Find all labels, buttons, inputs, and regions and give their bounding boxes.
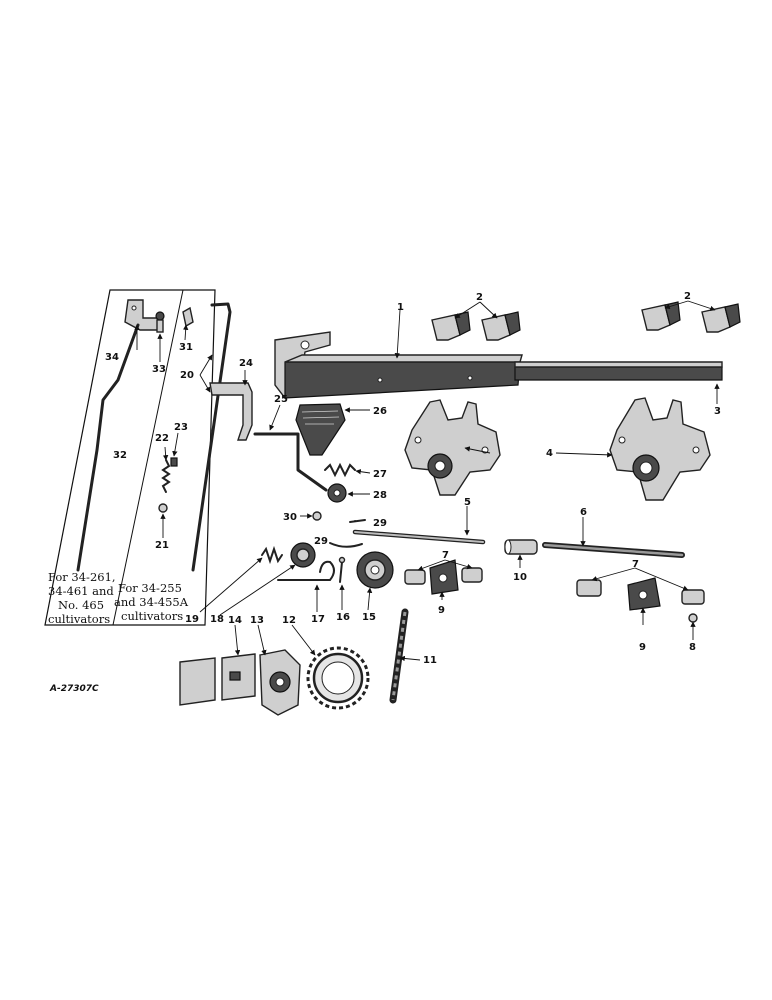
callout-19: 19: [185, 614, 199, 625]
note-right-line-2: and 34-455A: [114, 595, 189, 609]
callout-18: 18: [210, 614, 224, 625]
part-33-bolt: [155, 311, 165, 333]
part-17-bent-pin: [277, 560, 335, 581]
part-1-frame: [274, 331, 523, 400]
part-27-spring: [324, 462, 356, 478]
note-left-line-1: For 34-261,: [48, 570, 116, 584]
callout-15: 15: [362, 612, 376, 623]
callout-22: 22: [155, 433, 169, 444]
part-29-pin-a: [349, 519, 366, 523]
callout-3: 3: [714, 406, 721, 417]
inset-note-left: For 34-261, 34-461 and No. 465 cultivato…: [48, 570, 116, 626]
part-7-collars-right: [576, 579, 705, 605]
callout-8: 8: [689, 642, 696, 653]
part-11-chain: [389, 608, 409, 704]
callout-24: 24: [239, 358, 253, 369]
part-6-shaft: [542, 542, 685, 558]
callout-12: 12: [282, 615, 296, 626]
callout-1: 1: [397, 302, 404, 313]
part-4-bracket-right: [609, 397, 711, 501]
callout-9: 9: [438, 605, 445, 616]
note-right-line-3: cultivators: [121, 609, 183, 623]
callout-28: 28: [373, 490, 387, 501]
callout-20: 20: [180, 370, 194, 381]
callout-10: 10: [513, 572, 527, 583]
callout-29: 29: [373, 518, 387, 529]
part-26-spring-plate: [295, 403, 346, 456]
part-2-clips-left: [431, 311, 521, 341]
callout-21: 21: [155, 540, 169, 551]
part-4-bracket-left: [404, 399, 501, 496]
part-9-gear-right: [627, 577, 661, 611]
callout-27: 27: [373, 469, 387, 480]
part-9-gear-left: [429, 559, 459, 595]
callout-7: 7: [442, 550, 449, 561]
callout-9: 9: [639, 642, 646, 653]
inset-panel: [44, 289, 216, 626]
part-8-bolt: [688, 613, 698, 623]
note-left-line-4: cultivators: [48, 612, 110, 626]
callout-11: 11: [423, 655, 437, 666]
callout-7: 7: [632, 559, 639, 570]
part-18-housing: [290, 542, 316, 568]
part-7-collars-left: [404, 567, 483, 585]
callout-31: 31: [179, 342, 193, 353]
callout-13: 13: [250, 615, 264, 626]
callout-23: 23: [174, 422, 188, 433]
callout-4: 4: [546, 448, 553, 459]
callout-17: 17: [311, 614, 325, 625]
callout-2: 2: [476, 292, 483, 303]
part-30-bolt: [312, 511, 322, 521]
callout-5: 5: [464, 497, 471, 508]
callout-30: 30: [283, 512, 297, 523]
callouts: 1 2 2 3 4 5 6 7 7 8 9 9 10 11 12 13 14 1…: [105, 291, 721, 666]
part-20-rod: [191, 302, 232, 572]
part-23-clip: [170, 457, 178, 467]
part-32-rod: [76, 323, 140, 572]
part-21-nut: [158, 503, 168, 513]
drawing-number: A-27307C: [49, 684, 99, 694]
callout-16: 16: [336, 612, 350, 623]
part-19-spring: [261, 545, 283, 565]
part-10-sleeve: [504, 539, 538, 555]
callout-29: 29: [314, 536, 328, 547]
part-34-bracket: [124, 299, 159, 331]
callout-34: 34: [105, 352, 119, 363]
note-right-line-1: For 34-255: [118, 581, 182, 595]
note-left-line-2: 34-461 and: [48, 584, 114, 598]
part-16-pin: [338, 556, 346, 583]
callout-25: 25: [274, 394, 288, 405]
part-5-shaft: [352, 529, 486, 545]
callout-2: 2: [684, 291, 691, 302]
part-3-bar: [514, 361, 723, 381]
callout-33: 33: [152, 364, 166, 375]
callout-14: 14: [228, 615, 242, 626]
part-13-hub: [259, 649, 301, 716]
part-24-crank: [209, 382, 253, 441]
part-14-collar: [179, 653, 256, 706]
part-2-clips-right: [641, 301, 741, 333]
leader-lines: [134, 300, 720, 662]
part-28-sprocket: [327, 483, 347, 503]
callout-26: 26: [373, 406, 387, 417]
callout-32: 32: [113, 450, 127, 461]
part-25-rod: [253, 432, 328, 492]
part-12-ring-sprocket: [306, 646, 370, 710]
part-22-spring: [161, 459, 171, 493]
note-left-line-3: No. 465: [58, 598, 104, 612]
inset-note-right: For 34-255 and 34-455A cultivators: [114, 581, 189, 623]
callout-6: 6: [580, 507, 587, 518]
part-29-pin-b: [329, 542, 363, 548]
part-15-gear: [356, 551, 394, 589]
part-31-clip: [182, 306, 194, 328]
